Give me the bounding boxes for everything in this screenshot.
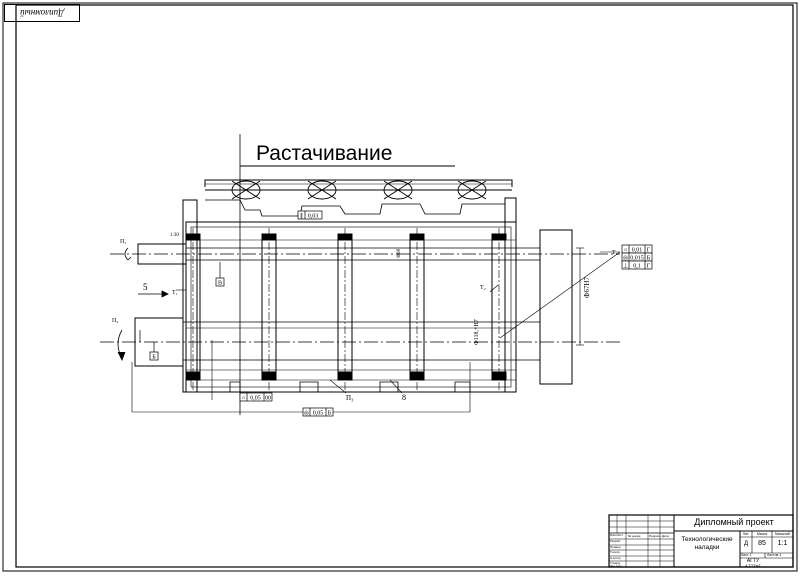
tf6-symbol: ◎ <box>304 411 309 417</box>
row-label-inv: Инд. подп. <box>610 565 623 568</box>
tf1-value: 0,03 <box>308 214 319 220</box>
tf2-value: 0,01 <box>632 248 643 254</box>
col-label-doc: № докум. <box>628 534 642 538</box>
boring-bar-lower <box>100 317 620 367</box>
right-fixture-plate <box>539 229 584 385</box>
tf4-symbol: ⊥ <box>623 263 628 270</box>
datum-b: Б <box>149 342 159 361</box>
sheet-name-line1: Технологические <box>681 536 733 543</box>
tool-axes <box>192 228 500 392</box>
org-line1: АГТУ <box>746 558 760 564</box>
tf6-datum: Б <box>328 411 332 417</box>
scale-header: Масштаб <box>775 532 790 536</box>
row-label-izm: Изм.Лист <box>610 533 623 537</box>
operation-title: Растачивание <box>256 142 393 165</box>
tf5-datum: 00 <box>265 396 271 402</box>
stage-header: Лит. <box>742 532 750 536</box>
dim-bore-label: Ф118,+Н7 <box>474 319 480 345</box>
datum-v-label: В <box>218 281 222 287</box>
col-label-date: Дата <box>662 534 669 538</box>
row-label-razrab: Разраб. <box>610 539 621 543</box>
datum-b-label: Б <box>152 355 156 361</box>
arrow-pi1-label: П₁ <box>120 239 126 245</box>
sheet-label: Лист 1 <box>741 553 752 557</box>
tf1-symbol: ∥ <box>300 213 303 220</box>
step-label: 5 <box>143 282 148 292</box>
pi3-leader <box>329 379 347 394</box>
tolerance-frame-3: ◎ 0,015 Б <box>621 252 653 262</box>
sheet-name-line2: наладки <box>694 544 720 551</box>
row-label-tkontr: Т.контр. <box>610 550 621 554</box>
title-block-grid <box>608 514 794 568</box>
count-leader <box>389 379 403 394</box>
tf4-value: 0,1 <box>633 264 641 270</box>
tf2-datum: Г <box>647 248 651 254</box>
tolerance-frame-5: ○ 0,05 00 <box>211 340 273 402</box>
tf4-datum: Г <box>647 264 651 270</box>
surface-t-top: Т₁ <box>172 290 178 296</box>
boring-bar-upper <box>110 243 620 265</box>
tool-mark-label: 1:30 <box>170 233 179 238</box>
surface-t-right: Т₂ <box>480 285 486 291</box>
dim-right-label: Ф67Н7 <box>583 276 591 298</box>
spindle-heads <box>226 180 492 200</box>
spindle-count-label: 8 <box>402 393 406 402</box>
arrow-pi2-label: П₂ <box>112 318 118 324</box>
corner-stamp: Дипломный проект <box>4 0 80 22</box>
tf5-symbol: ○ <box>242 396 246 402</box>
tf2-symbol: ○ <box>624 248 628 254</box>
feed-arrow <box>138 290 169 298</box>
tolerance-frame-6: ◎ 0,05 Б <box>131 362 471 417</box>
leader-t-label: Т₂ <box>612 250 618 256</box>
row-label-prover: Провер. <box>610 545 622 549</box>
dim-small-label: Ф68 <box>397 249 402 258</box>
tolerance-frame-4: ⊥ 0,1 Г <box>621 260 653 270</box>
datum-v: В <box>215 262 225 287</box>
mass-header: Масса <box>756 532 768 536</box>
arrow-pi3-label: П₃ <box>346 394 354 402</box>
org-line2: 4 ТТТмТ <box>745 563 761 568</box>
project-title: Дипломный проект <box>694 517 774 527</box>
col-label-sign: Подпись <box>649 534 661 538</box>
inner-border <box>15 4 794 568</box>
tf3-value: 0,015 <box>630 256 644 262</box>
rotation-arrow-upper <box>124 247 132 261</box>
tolerance-frame-2: ○ 0,01 Г <box>621 244 653 254</box>
tf5-value: 0,05 <box>250 396 261 402</box>
sheets-label: Листов 1 <box>767 553 782 557</box>
rotation-arrow-lower <box>117 329 126 361</box>
row-label-nkontr: Н.контр. <box>610 556 622 560</box>
tf3-datum: Б <box>647 256 651 262</box>
tf6-value: 0,05 <box>313 411 324 417</box>
tf3-symbol: ◎ <box>623 256 628 262</box>
mass-value: 85 <box>758 540 766 547</box>
revision-mark: Д <box>743 541 749 547</box>
outer-border <box>2 2 798 572</box>
leader-lines <box>176 251 621 339</box>
scale-value: 1:1 <box>777 540 788 547</box>
tolerance-frame-1: ∥ 0,03 <box>297 210 323 220</box>
row-label-utverd: Утверд. <box>610 561 621 565</box>
